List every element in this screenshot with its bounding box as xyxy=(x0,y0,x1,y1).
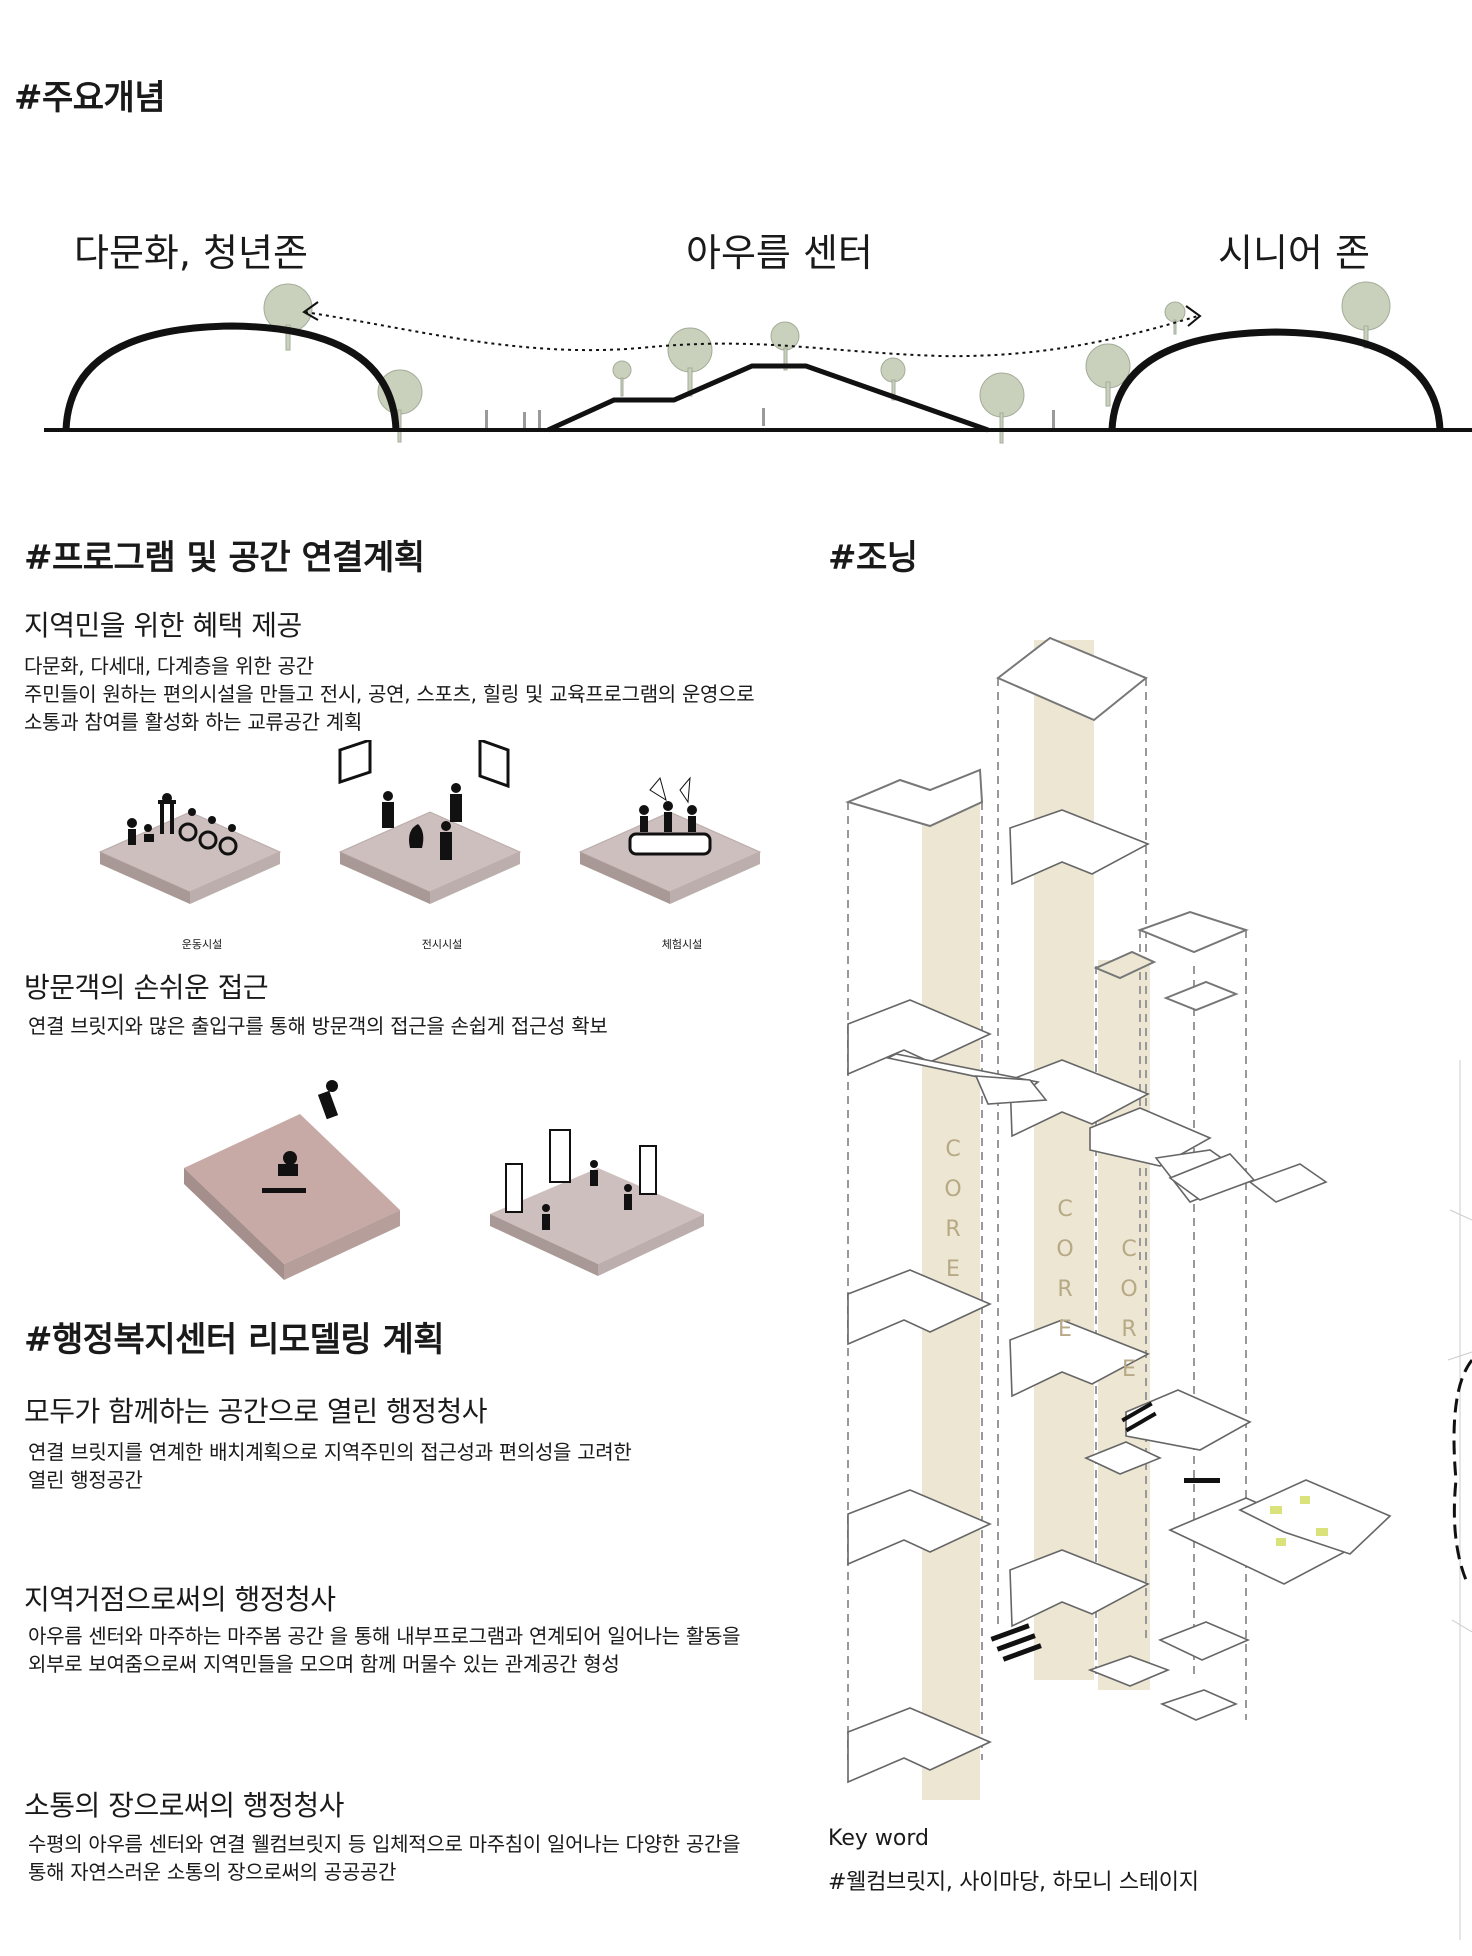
remodel-section2-title: 지역거점으로써의 행정청사 xyxy=(24,1583,336,1616)
tree-icon xyxy=(1085,343,1131,407)
tree-icon xyxy=(1341,281,1391,349)
program-section2-title: 방문객의 손쉬운 접근 xyxy=(24,971,269,1004)
facility-illustrations xyxy=(98,740,762,904)
program-section1-text: 다문화, 다세대, 다계층을 위한 공간 주민들이 원하는 편의시설을 만들고 … xyxy=(24,652,755,736)
exercise-people-icon xyxy=(127,793,238,856)
program-section1-title: 지역민을 위한 혜택 제공 xyxy=(24,609,302,642)
zoning-axonometric-diagram xyxy=(845,636,1392,1800)
entrance-plaza xyxy=(490,1129,704,1276)
edge-map-fragment xyxy=(1447,1060,1472,1940)
text-line: 주민들이 원하는 편의시설을 만들고 전시, 공연, 스포츠, 힐링 및 교육프… xyxy=(24,682,755,706)
text-line: 다문화, 다세대, 다계층을 위한 공간 xyxy=(24,654,314,678)
remodel-section1-text: 연결 브릿지를 연계한 배치계획으로 지역주민의 접근성과 편의성을 고려한 열… xyxy=(28,1438,632,1494)
tree-icon xyxy=(1164,301,1186,335)
program-heading: #프로그램 및 공간 연결계획 xyxy=(24,538,425,578)
caption-exhibition: 전시시설 xyxy=(421,938,463,951)
text-line: 연결 브릿지와 많은 출입구를 통해 방문객의 접근을 손쉽게 접근성 확보 xyxy=(28,1014,608,1038)
door-icon xyxy=(505,1129,657,1213)
text-line: 열린 행정공간 xyxy=(28,1468,143,1492)
tree-icon xyxy=(770,321,800,371)
skater-icon xyxy=(262,1080,339,1193)
tree-icon xyxy=(880,357,906,401)
remodel-section3-title: 소통의 장으로써의 행정청사 xyxy=(24,1789,344,1822)
text-line: 아우름 센터와 마주하는 마주봄 공간 을 통해 내부프로그램과 연계되어 일어… xyxy=(28,1624,741,1648)
bench xyxy=(1270,1496,1328,1546)
text-line: 연결 브릿지를 연계한 배치계획으로 지역주민의 접근성과 편의성을 고려한 xyxy=(28,1440,632,1464)
zoning-heading: #조닝 xyxy=(828,538,918,578)
core-label-2: C O R E xyxy=(1056,1197,1074,1342)
core-label-1: C O R E xyxy=(944,1137,962,1282)
roof-plate xyxy=(845,636,1249,1012)
exhibition-facility-tile xyxy=(338,740,522,904)
keyword-label: Key word xyxy=(828,1826,929,1851)
concept-heading: #주요개념 xyxy=(14,78,166,118)
experience-facility-tile xyxy=(578,776,762,904)
remodel-section1-title: 모두가 함께하는 공간으로 열린 행정청사 xyxy=(24,1395,488,1428)
tree-icon xyxy=(667,327,713,397)
skate-ramp xyxy=(184,1080,400,1280)
zone-label-aureum: 아우름 센터 xyxy=(686,231,873,275)
concept-section-diagram xyxy=(44,281,1472,444)
tree-icon xyxy=(979,372,1025,444)
caption-experience: 체험시설 xyxy=(661,938,703,951)
text-line: 통해 자연스러운 소통의 장으로써의 공공공간 xyxy=(28,1860,397,1884)
text-line: 외부로 보여줌으로써 지역민들을 모으며 함께 머물수 있는 관계공간 형성 xyxy=(28,1652,620,1676)
core-label-3: C O R E xyxy=(1120,1237,1138,1382)
tree-icon xyxy=(612,360,632,397)
access-illustrations xyxy=(184,1080,704,1280)
crosswalk xyxy=(990,1401,1220,1662)
tree-icon xyxy=(263,283,313,351)
remodel-section3-text: 수평의 아우름 센터와 연결 웰컴브릿지 등 입체적으로 마주침이 일어나는 다… xyxy=(28,1830,740,1886)
walking-people-icon xyxy=(542,1160,632,1230)
keyword-list: #웰컴브릿지, 사이마당, 하모니 스테이지 xyxy=(828,1870,1199,1895)
caption-sports: 운동시설 xyxy=(181,938,223,951)
floor-plate xyxy=(847,809,1252,1784)
stage-performers-icon xyxy=(628,776,712,856)
zone-label-youth: 다문화, 청년존 xyxy=(74,231,308,275)
text-line: 소통과 참여를 활성화 하는 교류공간 계획 xyxy=(24,710,362,734)
remodel-section2-text: 아우름 센터와 마주하는 마주봄 공간 을 통해 내부프로그램과 연계되어 일어… xyxy=(28,1622,740,1678)
gallery-visitors-icon xyxy=(338,740,510,860)
text-line: 수평의 아우름 센터와 연결 웰컴브릿지 등 입체적으로 마주침이 일어나는 다… xyxy=(28,1832,741,1856)
zone-label-senior: 시니어 존 xyxy=(1218,231,1370,275)
remodel-heading: #행정복지센터 리모델링 계획 xyxy=(24,1320,445,1360)
sports-facility-tile xyxy=(98,793,282,904)
bridge xyxy=(885,1053,1328,1203)
program-section2-text: 연결 브릿지와 많은 출입구를 통해 방문객의 접근을 손쉽게 접근성 확보 xyxy=(28,1012,608,1040)
